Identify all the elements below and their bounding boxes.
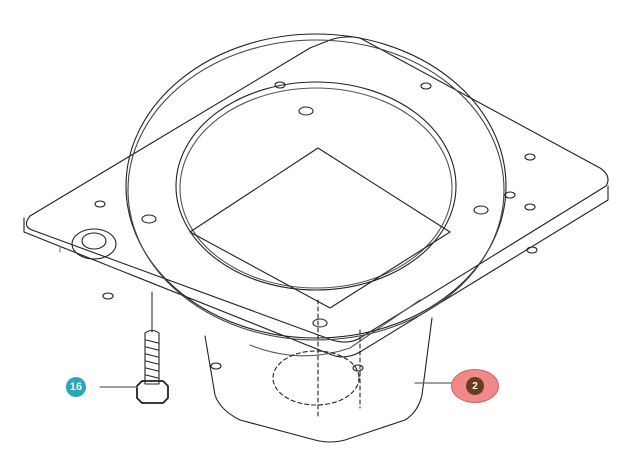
lower-housing — [204, 317, 433, 443]
callout-badge: 2 — [466, 377, 484, 395]
mounting-holes — [94, 81, 538, 372]
callout-label: 16 — [69, 381, 83, 393]
plate-top — [25, 36, 609, 343]
callout-label: 2 — [472, 380, 478, 392]
callout-part-2[interactable]: 2 — [451, 369, 499, 403]
plate-edge — [23, 185, 609, 358]
flange-inner — [175, 81, 457, 291]
boss — [71, 228, 117, 260]
flange-outer — [125, 33, 507, 339]
square-opening — [189, 147, 451, 309]
bolt-drawing — [136, 329, 169, 404]
callout-part-16[interactable]: 16 — [66, 377, 86, 397]
port-hidden — [272, 350, 360, 406]
